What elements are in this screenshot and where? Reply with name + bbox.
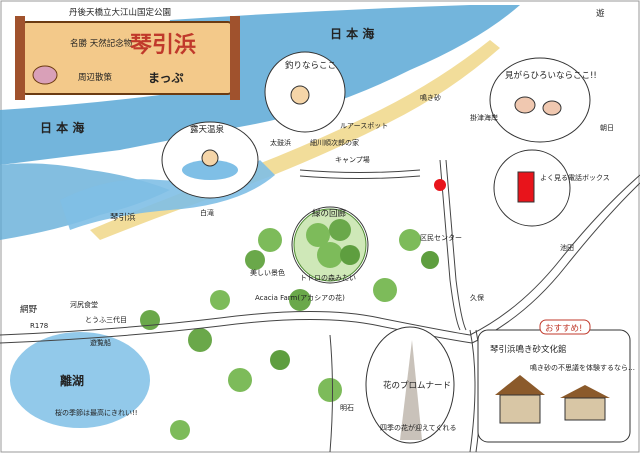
- label-kenka: 見がらひろいならここ!!: [505, 70, 597, 81]
- label-temples: 四季の花が迎えてくれる: [380, 423, 456, 432]
- shell-icon: [32, 65, 58, 85]
- seashell-icon-2: [542, 100, 562, 116]
- bather-icon: [201, 149, 219, 167]
- label-bunka: 琴引浜鳴き砂文化館: [490, 344, 567, 355]
- label-iwahama: 網野: [20, 304, 38, 315]
- label-kakeizu: 掛津海岸: [470, 113, 498, 122]
- header-title2: まっぷ: [148, 71, 184, 85]
- label-acacia: Acacia Farm(アカシアの花): [255, 293, 345, 302]
- label-sign-note: よく見る電話ボックス: [540, 173, 610, 182]
- header-panel: [15, 16, 240, 100]
- header-subtitle: 名勝 天然記念物: [70, 38, 133, 49]
- label-kubo: 久保: [470, 293, 484, 302]
- label-hakuchi: 白滝: [200, 208, 214, 217]
- label-fishing: 釣りならここ: [285, 60, 336, 71]
- label-ikeda: 池田: [560, 243, 574, 252]
- label-totoro: トトロの森みたい: [300, 273, 356, 282]
- label-tatsuta: とうふ三代目: [85, 315, 127, 324]
- sea-north: [0, 5, 520, 165]
- label-taiko-hama: 太鼓浜: [270, 138, 291, 147]
- label-nakijima: 鳴き砂: [420, 93, 441, 102]
- label-shiotaki: 遊覧船: [90, 338, 111, 347]
- sea-label-north: 日 本 海: [330, 26, 374, 41]
- onsen-water: [182, 160, 238, 180]
- label-asahi: 朝日: [600, 124, 614, 132]
- label-ruapspot: ルアースポット: [340, 122, 388, 130]
- label-hana: 花のプロムナード: [383, 380, 451, 391]
- header-sub2: 周辺散策: [78, 72, 113, 83]
- label-midori: 緑の回廊: [312, 208, 347, 219]
- sea-west: [0, 110, 170, 240]
- label-r178: R178: [30, 322, 48, 330]
- label-sakura: 桜の季節は最高にきれい!!: [55, 408, 138, 417]
- label-fuchi: 河尻食堂: [70, 300, 98, 309]
- promenade-path: [400, 340, 422, 440]
- current-location-marker: [434, 179, 446, 191]
- header-tagline: 丹後天橋立大江山国定公園: [69, 7, 171, 18]
- seashell-icon: [514, 96, 536, 114]
- label-yuumei: 遊: [596, 8, 605, 19]
- forest-areas: [140, 208, 439, 440]
- bunka-building-icon: [495, 375, 610, 424]
- forest-bubble: [291, 206, 369, 284]
- label-rotenburo: 露天温泉: [190, 124, 225, 135]
- postbox-icon: [517, 171, 535, 203]
- fisherman-icon: [290, 85, 310, 105]
- lake-riko: [10, 332, 150, 428]
- label-rikyo: 離湖: [60, 373, 84, 388]
- sea-label-west: 日 本 海: [40, 120, 84, 135]
- label-camp: キャンプ場: [335, 155, 370, 164]
- header-title: 琴引浜: [130, 33, 196, 58]
- label-osusume: おすすめ!: [545, 324, 582, 334]
- label-hosokawa: 細川順次郎の家: [310, 138, 359, 147]
- label-kotohiki-beach: 琴引浜: [110, 212, 136, 223]
- shell-bubble: [489, 57, 591, 143]
- label-bunka-note: 鳴き砂の不思議を体験するなら…: [530, 363, 635, 372]
- label-kyabako: 区民センター: [420, 233, 462, 242]
- osusume-badge: [539, 319, 591, 335]
- label-utsukushii: 美しい景色: [250, 268, 285, 277]
- label-akari: 明石: [340, 404, 354, 412]
